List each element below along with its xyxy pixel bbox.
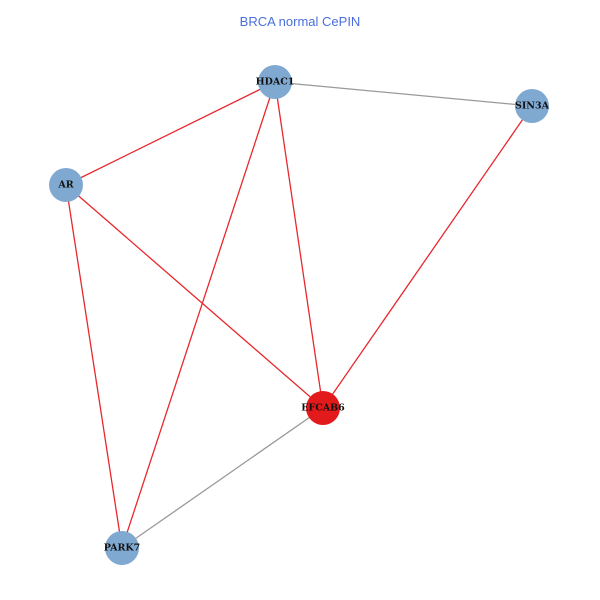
node-label: SIN3A <box>515 101 550 112</box>
node-label: AR <box>57 180 73 191</box>
node-circle[interactable] <box>306 391 340 425</box>
node-circle[interactable] <box>515 89 549 123</box>
node-circle[interactable] <box>105 531 139 565</box>
chart-title: BRCA normal CePIN <box>239 14 361 29</box>
node-ar[interactable]: AR <box>49 168 83 202</box>
edge-hdac1-park7 <box>121 81 276 549</box>
node-label: PARK7 <box>104 543 141 554</box>
edge-layer <box>65 81 533 549</box>
node-circle[interactable] <box>49 168 83 202</box>
edge-hdac1-efcab6 <box>274 81 324 409</box>
edge-efcab6-park7 <box>121 407 324 549</box>
node-label: EFCAB6 <box>301 403 345 414</box>
edge-sin3a-efcab6 <box>322 105 533 409</box>
node-park7[interactable]: PARK7 <box>104 531 141 565</box>
node-hdac1[interactable]: HDAC1 <box>256 65 295 99</box>
edge-hdac1-sin3a <box>274 81 533 107</box>
node-efcab6[interactable]: EFCAB6 <box>301 391 345 425</box>
edge-ar-efcab6 <box>65 184 324 409</box>
node-sin3a[interactable]: SIN3A <box>515 89 550 123</box>
edge-hdac1-ar <box>65 81 276 186</box>
node-label: HDAC1 <box>256 77 295 88</box>
node-circle[interactable] <box>258 65 292 99</box>
edge-ar-park7 <box>65 184 123 549</box>
